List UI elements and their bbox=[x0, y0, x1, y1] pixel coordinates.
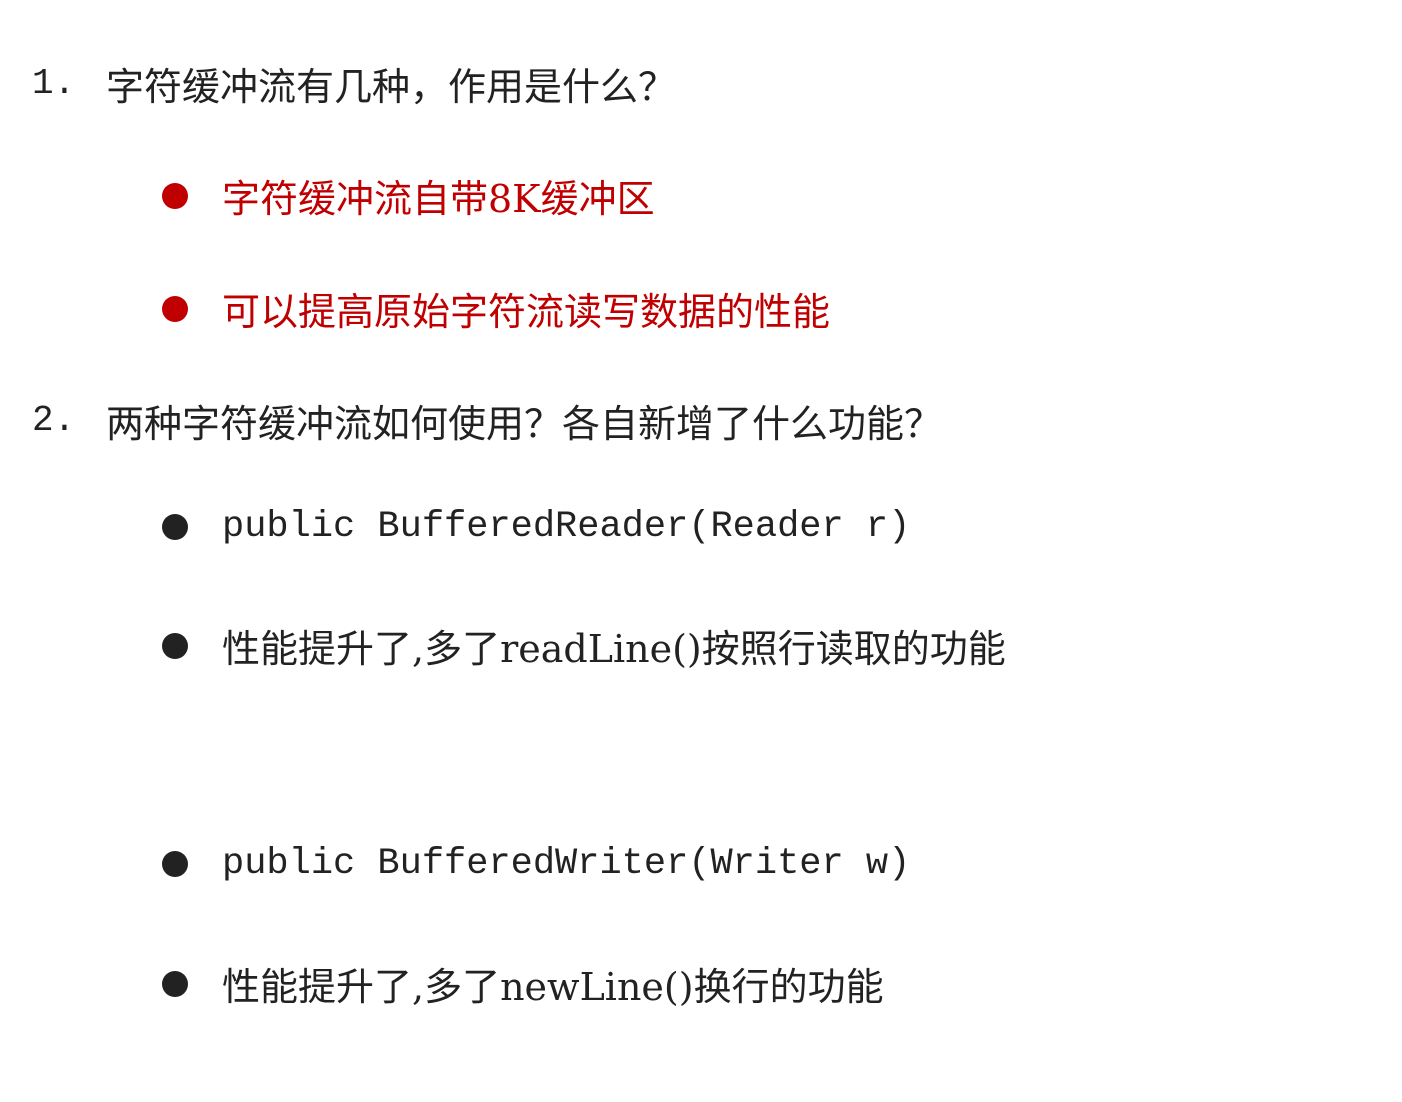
answer-text: 可以提高原始字符流读写数据的性能 bbox=[222, 290, 831, 334]
bullet-icon bbox=[162, 182, 188, 209]
answer-code: public BufferedReader(Reader r) bbox=[222, 506, 911, 548]
question-2: 2. 两种字符缓冲流如何使用？各自新增了什么功能？ bbox=[32, 393, 942, 448]
answer-bullet: 字符缓冲流自带8K缓冲区 bbox=[162, 168, 655, 223]
answer-bullet: 可以提高原始字符流读写数据的性能 bbox=[162, 281, 830, 336]
answer-text: 字符缓冲流自带8K缓冲区 bbox=[222, 177, 655, 221]
question-number: 1. bbox=[32, 63, 76, 104]
answer-bullet: 性能提升了,多了newLine()换行的功能 bbox=[162, 956, 884, 1011]
question-1: 1. 字符缓冲流有几种，作用是什么？ bbox=[32, 56, 676, 111]
answer-bullet: public BufferedWriter(Writer w) bbox=[162, 843, 910, 885]
answer-text: 性能提升了,多了readLine()按照行读取的功能 bbox=[222, 627, 1006, 671]
answer-code: public BufferedWriter(Writer w) bbox=[222, 843, 911, 885]
question-text: 两种字符缓冲流如何使用？各自新增了什么功能？ bbox=[106, 402, 943, 446]
answer-text: 性能提升了,多了newLine()换行的功能 bbox=[222, 965, 884, 1009]
bullet-icon bbox=[162, 851, 188, 877]
answer-bullet: 性能提升了,多了readLine()按照行读取的功能 bbox=[162, 618, 1006, 673]
bullet-icon bbox=[162, 295, 188, 322]
bullet-icon bbox=[162, 970, 188, 997]
question-number: 2. bbox=[32, 400, 76, 441]
answer-bullet: public BufferedReader(Reader r) bbox=[162, 506, 910, 548]
bullet-icon bbox=[162, 514, 188, 540]
question-text: 字符缓冲流有几种，作用是什么？ bbox=[106, 65, 677, 109]
bullet-icon bbox=[162, 632, 188, 659]
